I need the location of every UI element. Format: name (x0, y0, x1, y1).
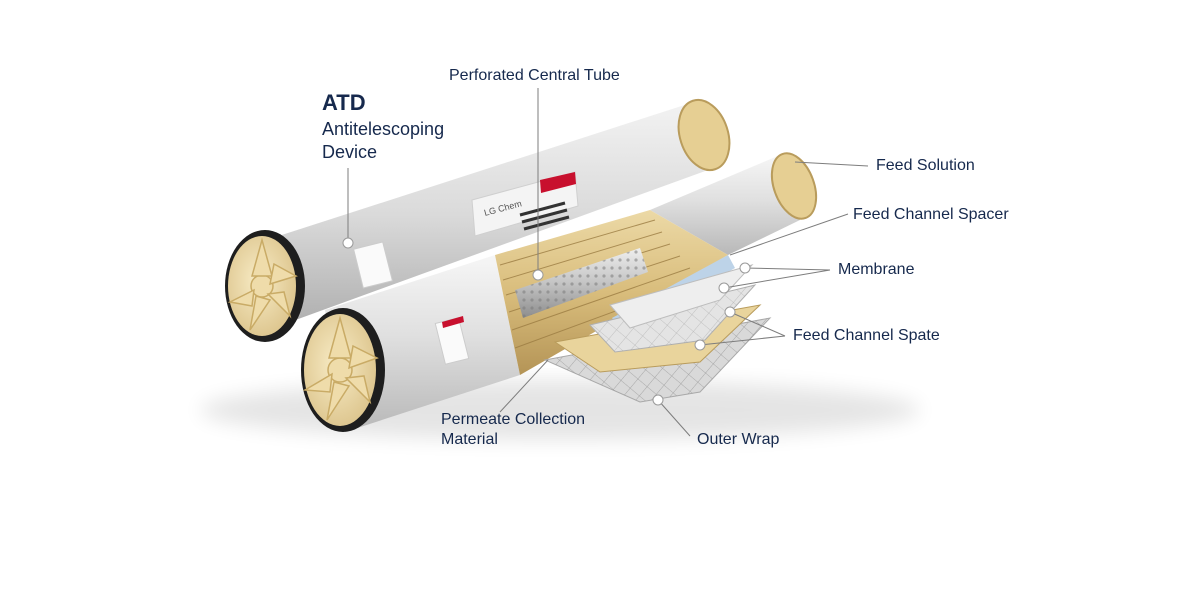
feed-spate-label: Feed Channel Spate (793, 327, 940, 344)
permeate-label-line-2: Material (441, 431, 498, 448)
membrane-label: Membrane (838, 261, 915, 278)
leader-lines (342, 88, 869, 437)
peeled-layers (543, 264, 772, 403)
outer-wrap-label: Outer Wrap (697, 431, 780, 448)
front-membrane-element (301, 152, 818, 432)
atd-pointer-dot (342, 237, 354, 249)
permeate-label-line-1: Permeate Collection (441, 411, 586, 428)
spate-dot-1 (724, 306, 736, 318)
outer-wrap-dot (652, 394, 664, 406)
front-cap-spokes (302, 315, 379, 421)
feed-solution-label: Feed Solution (876, 157, 975, 174)
back-cap-spokes (227, 237, 298, 331)
central-tube-label: Perforated Central Tube (449, 67, 620, 84)
feed-spacer-label: Feed Channel Spacer (853, 206, 1009, 223)
atd-label-title: ATD (322, 90, 366, 115)
atd-label-line-2: Device (322, 142, 378, 162)
tube-pointer-dot (532, 269, 544, 281)
membrane-dot-1 (739, 262, 751, 274)
back-membrane-element: LG Chem (225, 98, 731, 342)
spate-dot-2 (694, 339, 706, 351)
atd-label-line-1: Antitelescoping (322, 119, 445, 139)
product-label: LG Chem (471, 171, 579, 237)
membrane-dot-2 (718, 282, 730, 294)
back-side-tag (353, 241, 393, 289)
